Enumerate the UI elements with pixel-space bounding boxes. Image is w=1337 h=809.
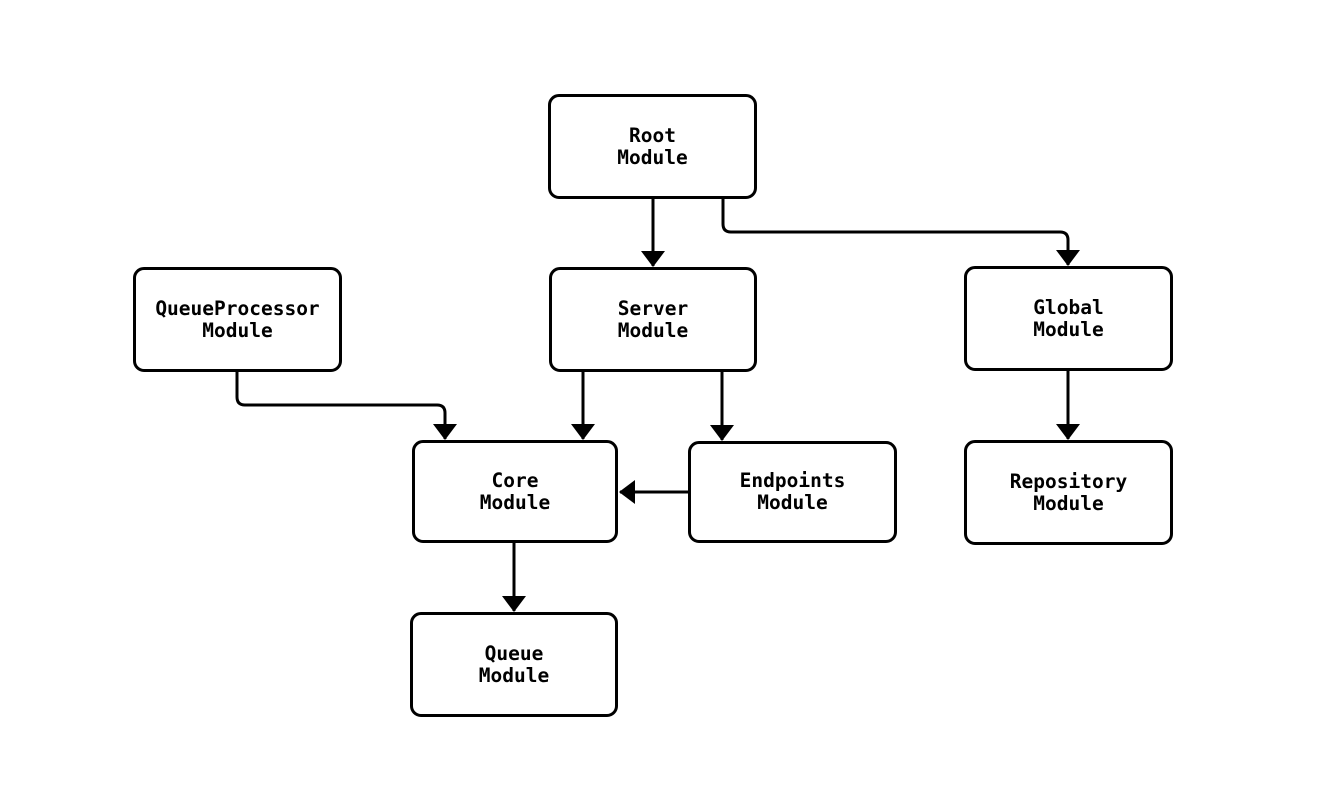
edge-queueprocessor-to-core <box>235 372 457 440</box>
node-repository-module: Repository Module <box>964 440 1173 545</box>
node-global-module: Global Module <box>964 266 1173 371</box>
edge-root-to-global <box>721 199 1080 266</box>
queue-module-label: Queue Module <box>478 641 550 687</box>
global-module-label: Global Module <box>1033 295 1104 341</box>
repository-module-label: Repository Module <box>1009 469 1128 515</box>
core-module-label: Core Module <box>479 468 551 514</box>
queueprocessor-module-label: QueueProcessor Module <box>155 296 320 342</box>
root-module-label: Root Module <box>617 123 688 169</box>
node-server-module: Server Module <box>549 267 757 372</box>
server-module-label: Server Module <box>617 296 689 342</box>
node-queue-module: Queue Module <box>410 612 618 717</box>
node-endpoints-module: Endpoints Module <box>688 441 897 543</box>
endpoints-module-label: Endpoints Module <box>739 469 846 514</box>
node-core-module: Core Module <box>412 440 618 543</box>
node-root-module: Root Module <box>548 94 757 199</box>
node-queueprocessor-module: QueueProcessor Module <box>133 267 342 372</box>
